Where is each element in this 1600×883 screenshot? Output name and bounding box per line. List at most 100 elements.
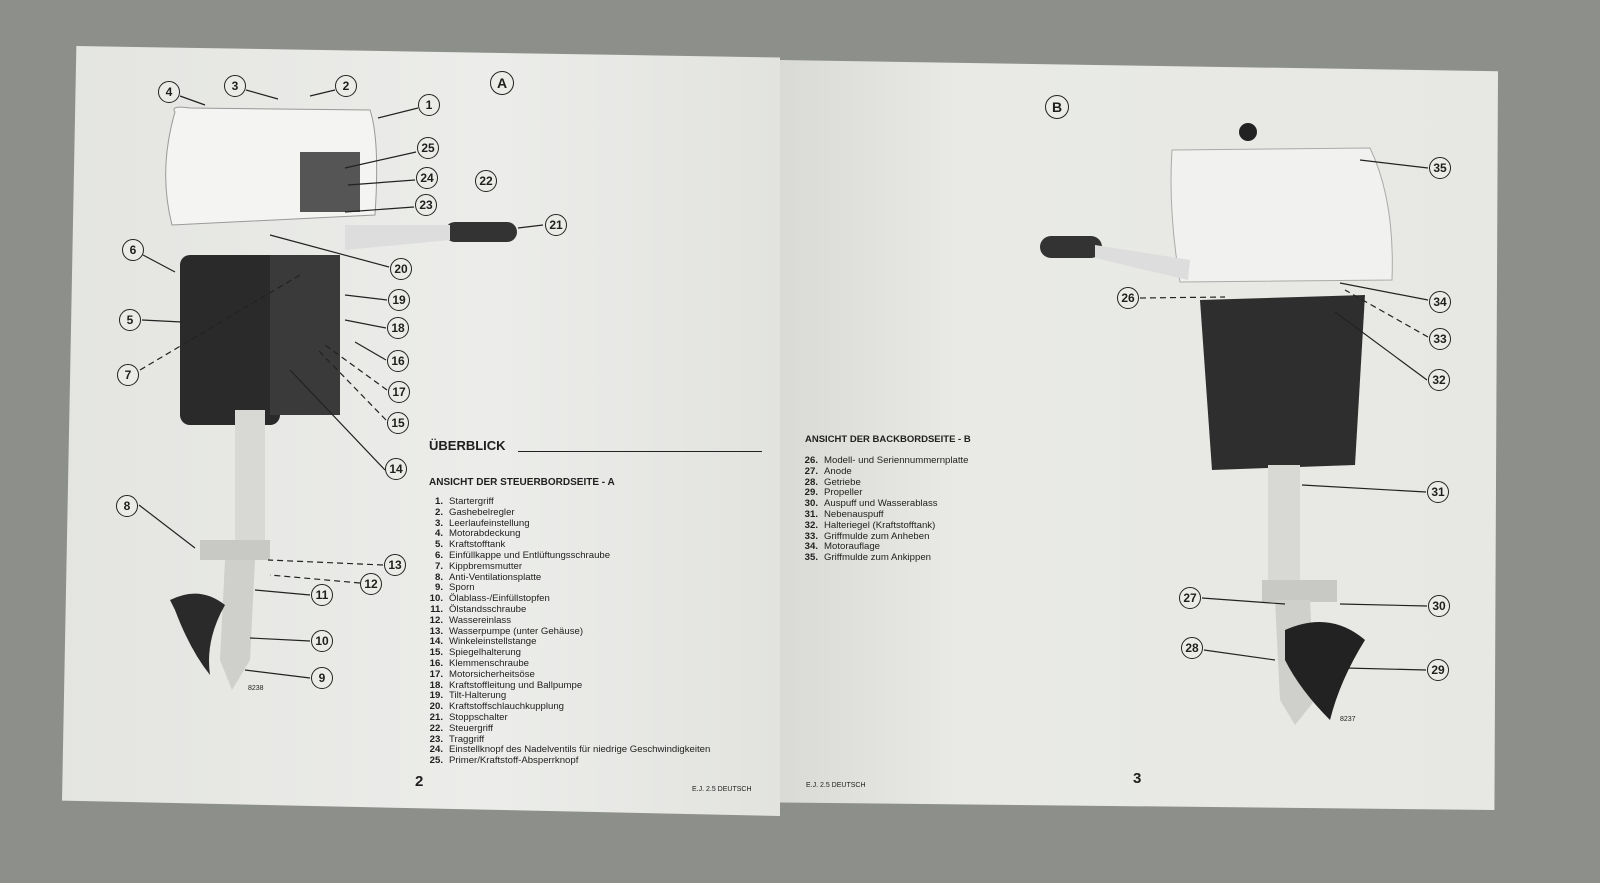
parts-list-item: 13.Wasserpumpe (unter Gehäuse) <box>425 626 710 638</box>
callout-number: 31 <box>1427 481 1449 503</box>
parts-list-item: 30. Auspuff und Wasserablass <box>800 498 969 510</box>
parts-list-item: 10.Ölablass-/Einfüllstopfen <box>425 593 710 605</box>
callout-number: 28 <box>1181 637 1203 659</box>
item-number: 17. <box>429 668 443 680</box>
callout-number: 20 <box>390 258 412 280</box>
parts-list-item: 11.Ölstandsschraube <box>425 604 710 616</box>
parts-list-item: 22.Steuergriff <box>425 722 710 735</box>
item-number: 34. <box>804 541 818 553</box>
parts-list-item: 15. Spiegelhalterung <box>425 647 710 659</box>
item-label: Leerlaufeinstellung <box>449 517 530 529</box>
callout-number: 9 <box>311 667 333 689</box>
footer-right: E.J. 2.5 DEUTSCH <box>806 782 866 789</box>
item-number: 6. <box>434 549 443 561</box>
item-label: Griffmulde zum Anheben <box>824 530 930 542</box>
dashed-leader-lines <box>139 274 1429 584</box>
item-label: Getriebe <box>824 476 861 488</box>
item-number: 30. <box>804 498 818 510</box>
item-number: 23. <box>429 733 443 745</box>
callout-number: 13 <box>384 554 406 576</box>
item-label: Halteriegel (Kraftstofftank) <box>824 519 936 531</box>
item-label: Nebenauspuff <box>824 508 884 520</box>
motor-port-view <box>1040 123 1393 725</box>
parts-list-item: 26.Modell- und Seriennummernplatte <box>800 455 969 467</box>
callout-number: 15 <box>387 412 409 434</box>
parts-list-item: 8. Anti-Ventilationsplatte <box>425 571 710 584</box>
callout-number: 34 <box>1429 291 1451 313</box>
item-number: 4. <box>434 528 443 540</box>
parts-list-item: 20.Kraftstoffschlauchkupplung <box>425 701 710 713</box>
page-number-right: 3 <box>1133 770 1142 787</box>
callout-number: 4 <box>158 81 180 103</box>
parts-list-item: 31.Nebenauspuff <box>800 508 969 521</box>
callout-number: 27 <box>1179 587 1201 609</box>
item-number: 32. <box>804 519 818 531</box>
callout-number: 21 <box>545 214 567 236</box>
callout-number: 29 <box>1427 659 1449 681</box>
parts-list-item: 34. Motorauflage <box>800 542 969 553</box>
figure-code-b: 8237 <box>1340 716 1356 723</box>
item-label: Gashebelregler <box>449 506 515 518</box>
item-number: 1. <box>434 496 443 507</box>
page-number-left: 2 <box>415 773 424 790</box>
item-number: 29. <box>804 487 818 499</box>
callout-number: 19 <box>388 289 410 311</box>
callout-number: 1 <box>418 94 440 116</box>
parts-list-item: 2. Gashebelregler <box>425 506 710 519</box>
item-number: 19. <box>429 690 443 702</box>
item-label: Sporn <box>449 582 475 594</box>
item-label: Kippbremsmutter <box>449 560 523 572</box>
callout-number: 10 <box>311 630 333 652</box>
callout-number: 5 <box>119 309 141 331</box>
parts-list-item: 24.Einstellknopf des Nadelventils für ni… <box>425 745 711 756</box>
view-label-b: B <box>1045 95 1069 119</box>
item-label: Motorabdeckung <box>449 528 521 540</box>
item-label: Auspuff und Wasserablass <box>824 498 938 510</box>
callout-number: 23 <box>415 194 437 216</box>
item-label: Anti-Ventilationsplatte <box>449 571 542 583</box>
item-number: 7. <box>434 560 443 572</box>
item-number: 2. <box>434 506 443 518</box>
parts-list-item: 6.Einfüllkappe und Entlüftungsschraube <box>425 549 710 562</box>
item-label: Modell- und Seriennummernplatte <box>824 455 969 466</box>
item-number: 5. <box>434 539 443 551</box>
figure-code-a: 8238 <box>248 685 264 692</box>
item-label: Primer/Kraftstoff-Absperrknopf <box>449 755 579 767</box>
item-label: Spiegelhalterung <box>449 647 522 659</box>
item-number: 14. <box>429 636 443 648</box>
parts-list-item: 7. Kippbremsmutter <box>425 560 710 573</box>
callout-number: 6 <box>122 239 144 261</box>
item-label: Wassereinlass <box>449 614 512 626</box>
callout-number: 11 <box>311 584 333 606</box>
heading-rule <box>518 451 762 452</box>
item-label: Traggriff <box>449 733 485 745</box>
parts-list-item: 29.Propeller <box>800 488 969 499</box>
parts-list-item: 35.Griffmulde zum Ankippen <box>800 552 969 564</box>
callout-number: 17 <box>388 381 410 403</box>
item-number: 15. <box>429 647 443 659</box>
callout-number: 7 <box>117 364 139 386</box>
footer-left: E.J. 2.5 DEUTSCH <box>692 786 752 793</box>
item-number: 22. <box>429 722 443 734</box>
parts-list-item: 23. Traggriff <box>425 733 710 746</box>
item-number: 18. <box>429 679 443 691</box>
item-number: 9. <box>434 582 443 594</box>
item-number: 8. <box>434 571 443 583</box>
item-label: Motorauflage <box>824 541 880 553</box>
parts-list-item: 27.Anode <box>800 465 969 478</box>
item-number: 27. <box>804 465 818 477</box>
parts-list-item: 25.Primer/Kraftstoff-Absperrknopf <box>425 755 710 767</box>
parts-list-item: 9. Sporn <box>425 583 710 594</box>
callout-number: 30 <box>1428 595 1450 617</box>
section-heading: ÜBERBLICK <box>429 438 506 453</box>
parts-list-item: 14.Winkeleinstellstange <box>425 637 710 648</box>
callout-number: 24 <box>416 167 438 189</box>
callout-number: 22 <box>475 170 497 192</box>
item-number: 35. <box>804 552 818 564</box>
item-number: 21. <box>429 711 443 723</box>
parts-list-item: 12.Wassereinlass <box>425 614 710 627</box>
callout-number: 32 <box>1428 369 1450 391</box>
